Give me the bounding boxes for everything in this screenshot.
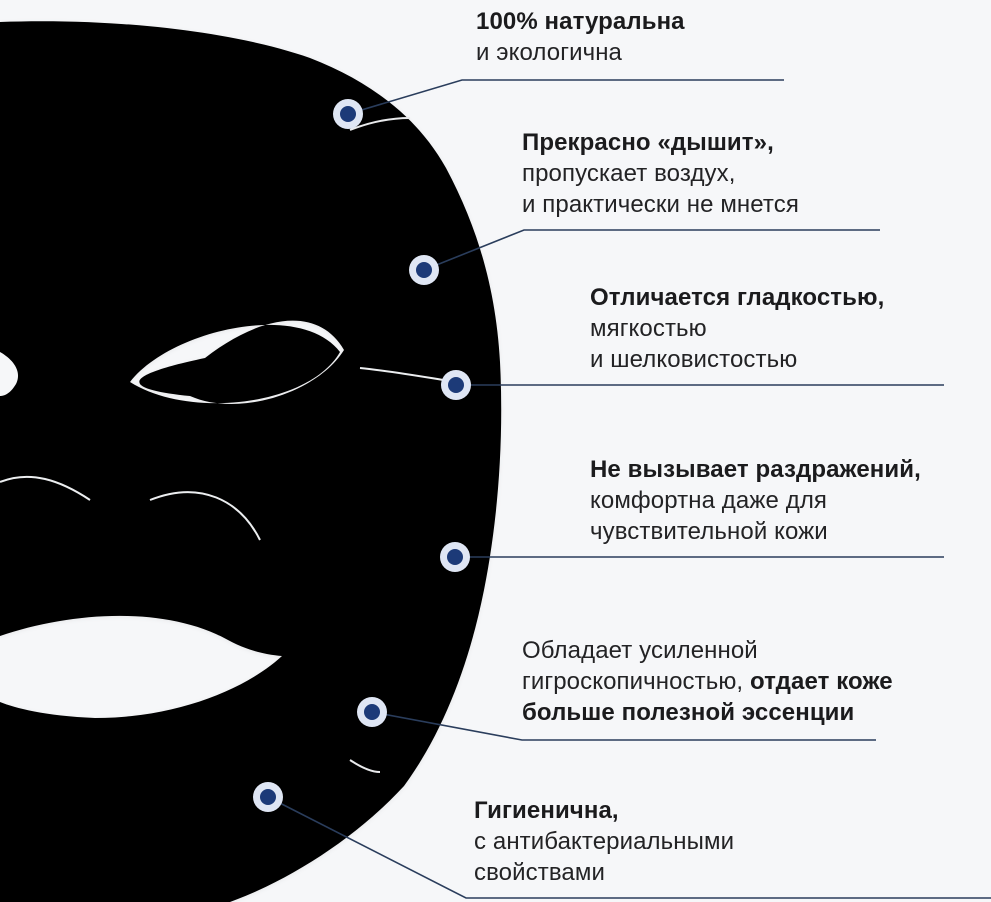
feature-line: гигроскопичностью, отдает коже	[522, 666, 893, 697]
feature-highlight-text: Гигиенична,	[474, 797, 619, 824]
mask-notch	[0, 352, 19, 396]
mask-fold-line	[349, 759, 381, 773]
leader-line-hygroscopic	[371, 711, 876, 741]
dot-marker-icon	[253, 782, 283, 812]
feature-line: Гигиенична,	[474, 795, 734, 826]
feature-line: больше полезной эссенции	[522, 697, 893, 728]
feature-text: гигроскопичностью,	[522, 668, 750, 695]
leader-line-natural	[347, 79, 784, 115]
feature-text: комфортна даже для	[590, 487, 828, 514]
feature-highlight-text: Отличается гладкостью,	[590, 284, 885, 311]
dot-marker-icon	[357, 697, 387, 727]
feature-highlight-text: Прекрасно «дышит»,	[522, 129, 774, 156]
dot-marker-icon	[440, 542, 470, 572]
feature-text: мягкостью	[590, 315, 707, 342]
feature-text: Обладает усиленной	[522, 637, 758, 664]
dot-marker-icon	[333, 99, 363, 129]
mask-fold-line	[149, 491, 261, 541]
feature-line: с антибактериальными	[474, 826, 734, 857]
feature-highlight-text: Не вызывает раздражений,	[590, 456, 921, 483]
feature-highlight-text: 100% натуральна	[476, 8, 685, 35]
feature-line: и практически не мнется	[522, 189, 799, 220]
feature-hygienic: Гигиенична, с антибактериальными свойствам…	[474, 795, 734, 888]
mask-fold-line	[349, 117, 411, 131]
leader-line-breathes	[423, 229, 880, 271]
feature-text: и практически не мнется	[522, 191, 799, 218]
feature-highlight-text: отдает коже	[749, 668, 893, 695]
sheet-mask-shape	[0, 21, 502, 902]
feature-line: чувствительной кожи	[590, 516, 921, 547]
feature-line: мягкостью	[590, 313, 884, 344]
feature-line: и экологична	[476, 37, 685, 68]
feature-line: пропускает воздух,	[522, 158, 799, 189]
feature-line: Прекрасно «дышит»,	[522, 127, 799, 158]
feature-line: комфортна даже для	[590, 485, 921, 516]
feature-text: свойствами	[474, 859, 605, 886]
dot-marker-icon	[409, 255, 439, 285]
feature-text: чувствительной кожи	[590, 518, 828, 545]
leader-line-hygienic	[267, 796, 991, 899]
feature-line: свойствами	[474, 857, 734, 888]
feature-line: и шелковистостью	[590, 344, 884, 375]
feature-smooth: Отличается гладкостью, мягкостью и шелкови…	[590, 282, 884, 375]
feature-no-irritation: Не вызывает раздражений, комфортна даже д…	[590, 454, 921, 547]
feature-line: Обладает усиленной	[522, 635, 893, 666]
feature-line: Не вызывает раздражений,	[590, 454, 921, 485]
feature-line: Отличается гладкостью,	[590, 282, 884, 313]
feature-line: 100% натуральна	[476, 6, 685, 37]
feature-text: и экологична	[476, 39, 622, 66]
feature-text: и шелковистостью	[590, 346, 798, 373]
mask-fold-line	[0, 475, 91, 501]
feature-breathes: Прекрасно «дышит», пропускает воздух, и пр…	[522, 127, 799, 220]
feature-text: с антибактериальными	[474, 828, 735, 855]
dot-marker-icon	[441, 370, 471, 400]
feature-natural: 100% натуральна и экологична	[476, 6, 685, 68]
feature-highlight-text: больше полезной эссенции	[522, 699, 855, 726]
feature-text: пропускает воздух,	[522, 160, 736, 187]
